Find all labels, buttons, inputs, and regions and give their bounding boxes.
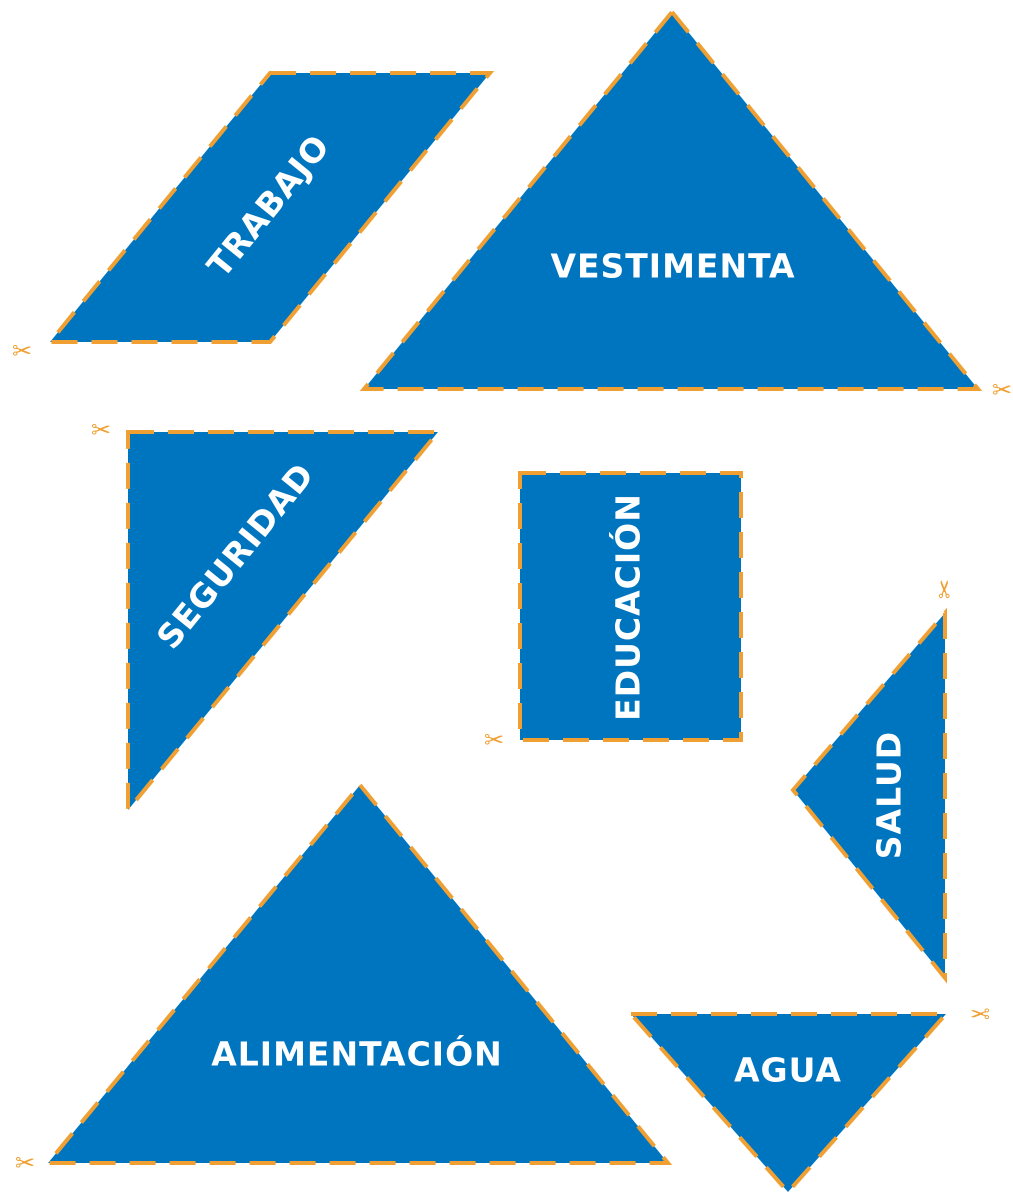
piece-trabajo: TRABAJO — [45, 71, 495, 344]
scissors-icon: ✂ — [931, 579, 959, 599]
scissors-icon: ✂ — [15, 1149, 35, 1177]
label-alimentacion: ALIMENTACIÓN — [211, 1034, 503, 1074]
scissors-icon: ✂ — [970, 999, 990, 1027]
scissors-icon: ✂ — [484, 726, 504, 754]
small-triangle-shape — [626, 1012, 951, 1195]
piece-salud: SALUD — [790, 607, 947, 984]
piece-educacion: EDUCACIÓN — [518, 471, 743, 742]
medium-triangle-shape — [126, 430, 443, 816]
parallelogram-shape — [45, 71, 495, 344]
label-vestimenta: VESTIMENTA — [550, 247, 795, 286]
large-triangle-shape — [359, 8, 983, 391]
scissors-icon: ✂ — [91, 416, 111, 444]
small-triangle-shape — [790, 607, 947, 984]
label-agua: AGUA — [734, 1051, 842, 1090]
scissors-icon: ✂ — [12, 337, 32, 365]
piece-agua: AGUA — [626, 1012, 951, 1195]
label-educacion: EDUCACIÓN — [608, 493, 648, 721]
large-triangle-shape — [43, 781, 673, 1165]
scissors-icon: ✂ — [992, 376, 1012, 404]
label-salud: SALUD — [870, 731, 909, 859]
piece-alimentacion: ALIMENTACIÓN — [43, 781, 673, 1165]
piece-seguridad: SEGURIDAD — [126, 430, 443, 816]
piece-vestimenta: VESTIMENTA — [359, 8, 983, 391]
square-shape — [518, 471, 743, 742]
